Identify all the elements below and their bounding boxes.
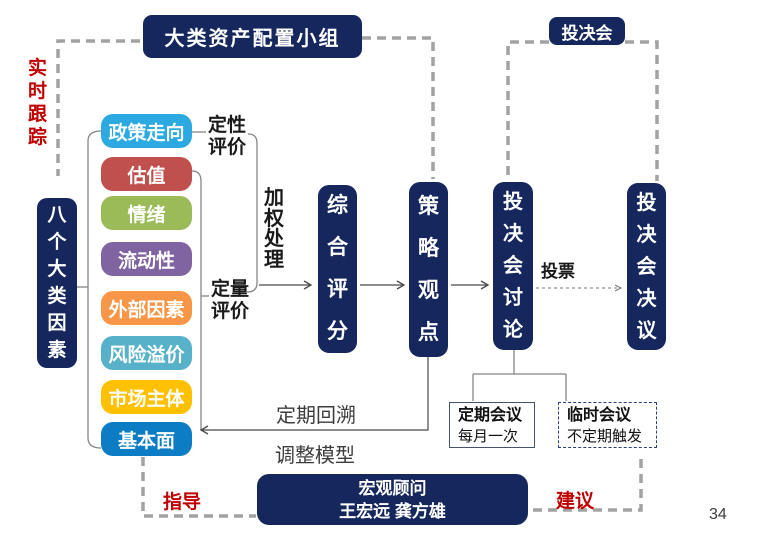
factor-external: 外部因素 <box>101 291 192 325</box>
committee-discussion-label: 投决会讨论 <box>503 191 523 341</box>
committee-resolution-label: 投决会决议 <box>636 191 657 342</box>
allocation-group-label: 大类资产配置小组 <box>164 28 341 50</box>
factor-market-players: 市场主体 <box>101 380 192 414</box>
bracket-eight-factors <box>87 130 102 449</box>
macro-advisor-title: 宏观顾问 <box>358 478 427 498</box>
macro-advisor-names: 王宏远 龚方雄 <box>339 501 446 521</box>
adjust-model-label: 调整模型 <box>275 445 355 467</box>
factor-risk-premium: 风险溢价 <box>101 336 192 370</box>
eight-factors-label: 八个大类因素 <box>47 205 67 361</box>
factor-liquidity: 流动性 <box>101 242 192 276</box>
realtime-tracking-label: 实时跟踪 <box>27 58 47 148</box>
adhoc-meeting-box: 临时会议 不定期触发 <box>558 402 657 448</box>
regular-meeting-box: 定期会议 每月一次 <box>449 402 535 448</box>
weighting-label: 加权处理 <box>264 187 284 271</box>
vote-label: 投票 <box>541 262 575 281</box>
bracket-quantitative <box>191 170 202 430</box>
page-number: 34 <box>709 506 727 523</box>
strategy-view-pill: 策略观点 <box>409 182 448 357</box>
committee-resolution-pill: 投决会决议 <box>627 183 666 350</box>
suggest-label: 建议 <box>556 491 595 512</box>
macro-advisor-box: 宏观顾问 王宏远 龚方雄 <box>257 474 528 525</box>
investment-committee-label: 投决会 <box>561 23 613 43</box>
composite-score-label: 综合评分 <box>327 194 348 343</box>
regular-meeting-title: 定期会议 <box>458 407 523 424</box>
split-discussion-to-meetings <box>472 350 567 401</box>
dash-group-to-strategy <box>362 36 435 179</box>
committee-discussion-pill: 投决会讨论 <box>493 182 533 350</box>
eight-factors-box: 八个大类因素 <box>37 198 77 368</box>
factor-fundamentals: 基本面 <box>101 422 192 456</box>
regular-meeting-desc: 每月一次 <box>458 428 519 445</box>
periodic-review-label: 定期回溯 <box>276 405 356 427</box>
factor-valuation: 估值 <box>101 157 192 191</box>
quantitative-label: 定量评价 <box>211 279 250 322</box>
guide-label: 指导 <box>163 492 202 513</box>
factor-policy-direction: 政策走向 <box>101 114 192 148</box>
adhoc-meeting-title: 临时会议 <box>567 407 632 424</box>
dash-committee-to-resolution <box>625 40 659 181</box>
investment-committee-box: 投决会 <box>549 17 625 45</box>
allocation-group-box: 大类资产配置小组 <box>143 15 362 58</box>
dash-committee-to-discussion <box>506 40 549 179</box>
factor-sentiment: 情绪 <box>101 196 192 230</box>
composite-score-pill: 综合评分 <box>318 185 357 353</box>
dash-group-to-tracking <box>56 39 140 176</box>
qualitative-label: 定性评价 <box>208 115 247 158</box>
adhoc-meeting-desc: 不定期触发 <box>567 428 643 445</box>
strategy-view-label: 策略观点 <box>418 194 439 344</box>
